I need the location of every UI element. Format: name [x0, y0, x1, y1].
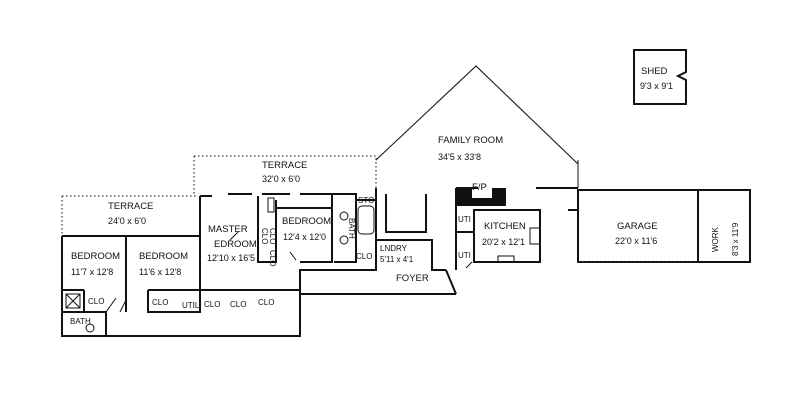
bedroom-1-label: BEDROOM — [71, 251, 120, 262]
bedroom-2-dims: 11'6 x 12'8 — [139, 267, 181, 277]
closet-label: CLO — [356, 252, 372, 261]
laundry-dims: 5'11 x 4'1 — [380, 255, 414, 264]
closet-label: CLO — [268, 250, 277, 266]
family-room-roof — [375, 65, 579, 188]
bedroom-2-label: BEDROOM — [139, 251, 188, 262]
bedroom-mid-label: BEDROOM — [282, 216, 331, 227]
closet-label: CLO — [88, 297, 104, 306]
family-room-label: FAMILY ROOM — [438, 135, 503, 146]
work-label: WORK — [711, 226, 720, 252]
kitchen-label: KITCHEN — [484, 221, 526, 232]
terrace-left-label: TERRACE — [108, 201, 153, 212]
shed-label: SHED — [641, 66, 668, 77]
laundry-label: LNDRY — [380, 244, 408, 253]
closet-label: CLO — [258, 298, 274, 307]
terrace-upper-dims: 32'0 x 6'0 — [262, 174, 300, 184]
garage-label: GARAGE — [617, 221, 658, 232]
bath-label: BATH — [70, 317, 91, 326]
door-swings — [105, 231, 473, 313]
master-label-line1: MASTER — [208, 224, 248, 235]
bath-label: BATH — [347, 218, 356, 239]
shed: SHED 9'3 x 9'1 — [633, 49, 687, 105]
work-dims: 8'3 x 11'9 — [731, 222, 740, 256]
terraces — [61, 155, 377, 236]
master-dims: 12'10 x 16'5 — [207, 253, 255, 263]
utility-label: UTI — [458, 251, 471, 260]
storage-label: STO — [358, 196, 374, 205]
fixtures — [65, 197, 541, 333]
terrace-left-dims: 24'0 x 6'0 — [108, 216, 146, 226]
closet-label: CLO — [230, 300, 246, 309]
house-walls — [61, 187, 751, 337]
family-room-dims: 34'5 x 33'8 — [438, 152, 481, 162]
closet-label: CLO — [260, 228, 269, 244]
bedroom-1-dims: 11'7 x 12'8 — [71, 267, 113, 277]
utility-label: UTI — [458, 215, 471, 224]
garage-dims: 22'0 x 11'6 — [615, 236, 657, 246]
terrace-upper-label: TERRACE — [262, 160, 307, 171]
fireplace-label: F/P — [472, 182, 487, 193]
closet-label: CLO — [204, 300, 220, 309]
shed-dims: 9'3 x 9'1 — [640, 81, 673, 91]
closet-label: CLO — [152, 298, 168, 307]
closet-label: CLO — [268, 228, 277, 244]
master-label-line2: EDROOM — [214, 239, 257, 250]
foyer-label: FOYER — [396, 273, 429, 284]
bedroom-mid-dims: 12'4 x 12'0 — [283, 232, 326, 242]
kitchen-dims: 20'2 x 12'1 — [482, 237, 525, 247]
utility-label: UTIL — [182, 301, 200, 310]
